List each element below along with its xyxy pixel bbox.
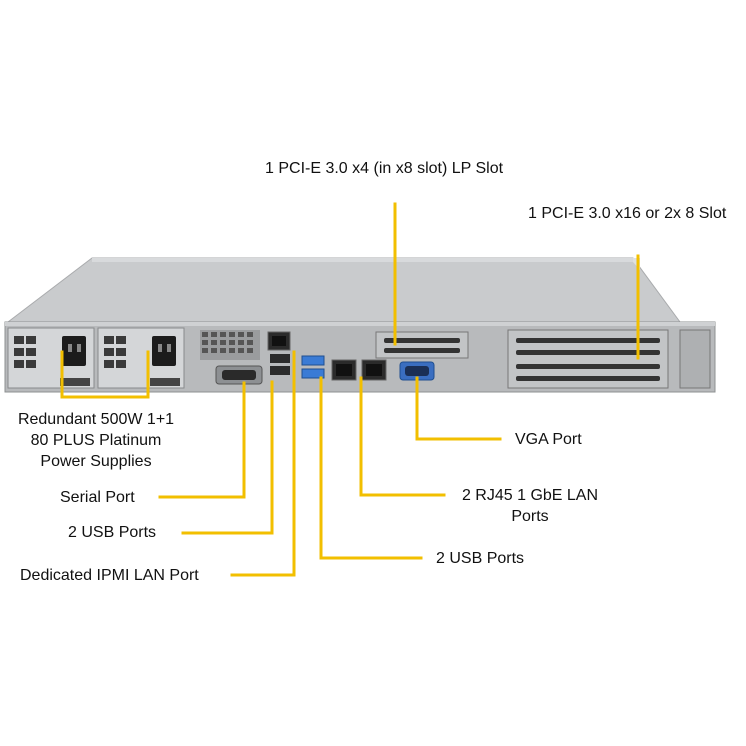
usb-ports-right-label: 2 USB Ports (436, 550, 525, 567)
ipmi-lan-label: Dedicated IPMI LAN Port (20, 567, 199, 584)
power-supplies-line-3: Power Supplies (40, 453, 152, 470)
serial-port-callout-line (158, 381, 246, 499)
power-supplies-line-1: Redundant 500W 1+1 (17, 411, 175, 428)
usb-ports-right (301, 355, 325, 379)
ipmi-lan-callout-line (230, 350, 296, 577)
rj45-lan-line-2: Ports (511, 508, 549, 525)
vga-callout-line (415, 376, 502, 441)
usb-ports-left-label: 2 USB Ports (68, 524, 157, 541)
pcie-low-profile-slot (375, 331, 469, 359)
serial-port (215, 365, 263, 385)
serial-port-label: Serial Port (60, 489, 135, 506)
ipmi-lan-port (267, 331, 291, 351)
vga-port-label: VGA Port (515, 431, 582, 448)
chassis-right-bracket (679, 329, 711, 389)
power-supplies-label: Redundant 500W 1+1 80 PLUS Platinum Powe… (8, 409, 184, 472)
pcie-x4-label: 1 PCI-E 3.0 x4 (in x8 slot) LP Slot (265, 160, 504, 177)
chassis-top-panel (6, 257, 681, 323)
rj45-lan-label: 2 RJ45 1 GbE LAN Ports (452, 485, 608, 527)
pcie-full-height-slots (507, 329, 669, 389)
power-supplies-line-2: 80 PLUS Platinum (30, 432, 162, 449)
usb-left-callout-line (181, 380, 274, 535)
rj45-lan-line-1: 2 RJ45 1 GbE LAN (461, 487, 599, 504)
power-supplies-callout-line (60, 350, 150, 399)
vent-grid (200, 330, 260, 360)
rj45-lan-ports (331, 359, 387, 381)
pcie-x16-label: 1 PCI-E 3.0 x16 or 2x 8 Slot (528, 205, 727, 222)
power-supply-1 (7, 327, 95, 389)
usb-right-callout-line (319, 376, 423, 560)
rj45-lan-callout-line (359, 376, 446, 497)
vga-port (399, 361, 435, 381)
power-supply-2 (97, 327, 185, 389)
usb-ports-left (270, 354, 290, 375)
